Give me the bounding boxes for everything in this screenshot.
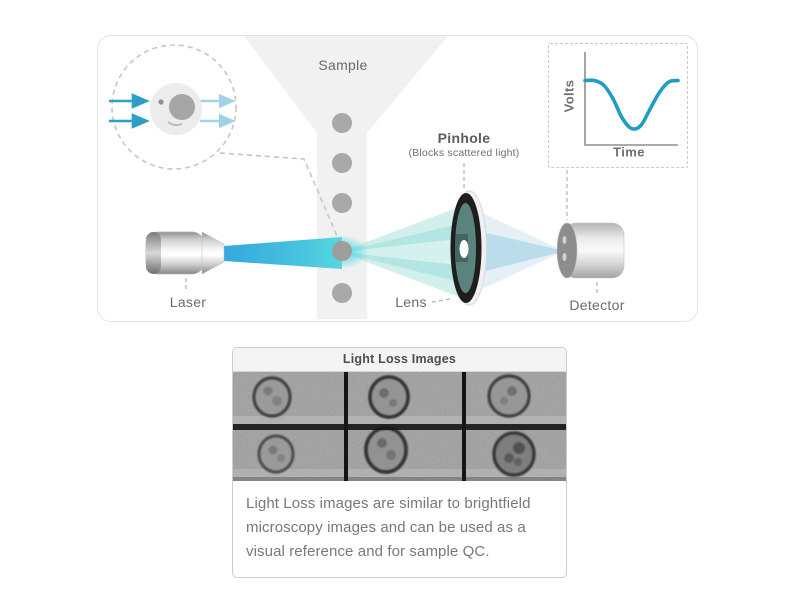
focused-light-cone [482, 213, 565, 289]
pulse-curve [583, 78, 680, 131]
lens-label-line [431, 298, 451, 303]
pinhole-aperture [459, 240, 469, 258]
detector-label: Detector [569, 297, 625, 313]
laser-device [145, 231, 225, 275]
signal-chart-inset: Volts Time [548, 43, 688, 168]
cell-image [252, 376, 292, 418]
laser-beam [224, 237, 342, 269]
pulse-chart [583, 52, 680, 146]
collected-light-cone [340, 204, 467, 300]
light-loss-images-card: Light Loss Images [232, 347, 567, 578]
cell-image [492, 431, 536, 477]
flow-cytometry-diagram-panel: Sample Pinhole (Blocks scattered light) … [97, 35, 698, 322]
cell-image-grid [233, 372, 566, 481]
diagram-artwork [109, 36, 625, 319]
cell-image [487, 374, 531, 418]
row1-band [233, 416, 566, 424]
lens [450, 190, 487, 306]
row2-band [233, 469, 566, 477]
volts-axis-label: Volts [561, 79, 577, 113]
cell-illustration [150, 83, 202, 135]
sample-funnel [244, 36, 448, 319]
cell-image [364, 426, 408, 474]
pinhole-label: Pinhole [437, 130, 491, 146]
cell-scatter-inset [109, 44, 237, 170]
cell-image [257, 434, 295, 474]
pinhole-sublabel: (Blocks scattered light) [408, 147, 520, 159]
detector-device [556, 222, 625, 279]
laser-label: Laser [169, 294, 207, 310]
inset-connector-line [219, 152, 338, 237]
row-divider [233, 424, 566, 430]
time-axis-label: Time [613, 144, 645, 160]
card-title: Light Loss Images [233, 348, 566, 372]
card-caption: Light Loss images are similar to brightf… [246, 495, 531, 560]
cell-image [368, 375, 410, 419]
chart-axes [584, 52, 678, 146]
sample-cells [332, 113, 352, 303]
sample-label: Sample [318, 57, 368, 73]
lens-label: Lens [395, 294, 427, 310]
